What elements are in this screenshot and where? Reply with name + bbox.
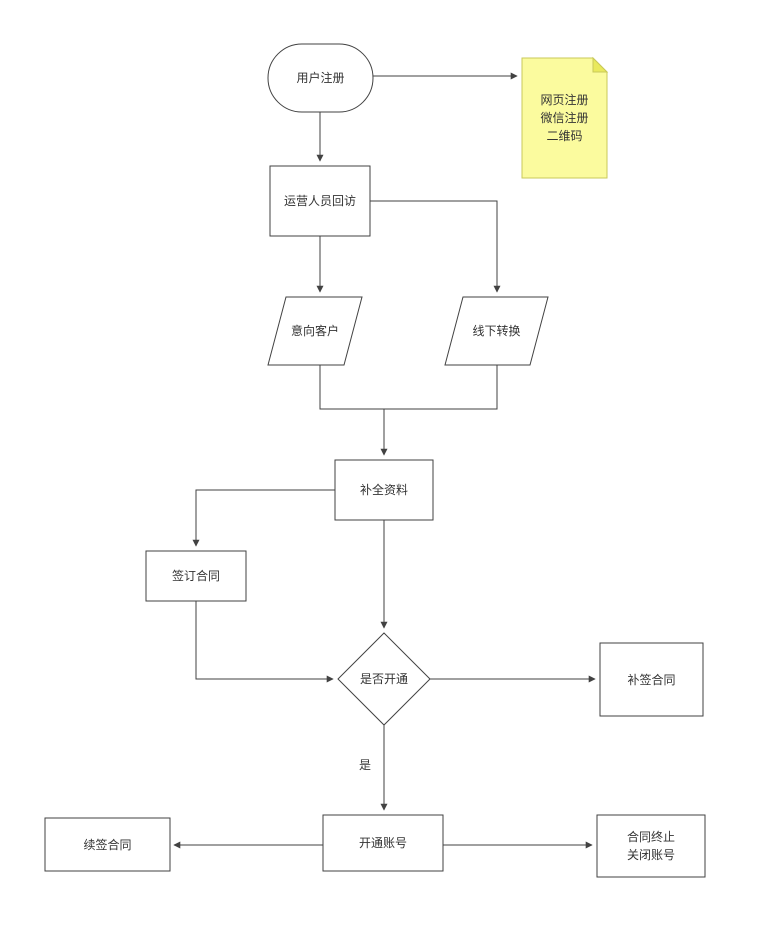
terminate-process-shape xyxy=(596,814,706,878)
edge-followup-to-offline xyxy=(370,200,501,293)
sign-process-shape xyxy=(145,550,247,602)
start-terminator-shape xyxy=(267,43,374,113)
complete-process-shape xyxy=(334,459,434,521)
intent-parallelogram-shape xyxy=(267,296,363,366)
note-fold-corner xyxy=(592,56,609,73)
followup-process-shape xyxy=(269,165,371,237)
note-shape xyxy=(521,57,608,179)
open-process-shape xyxy=(322,814,444,872)
offline-parallelogram-shape xyxy=(444,296,549,366)
edge-sign-to-decision xyxy=(195,601,334,683)
edge-complete-to-sign xyxy=(192,489,335,547)
renew-process-shape xyxy=(44,817,171,872)
resign-process-shape xyxy=(599,642,704,717)
decision-diamond-shape xyxy=(337,632,431,726)
edge-join-line xyxy=(319,365,498,410)
